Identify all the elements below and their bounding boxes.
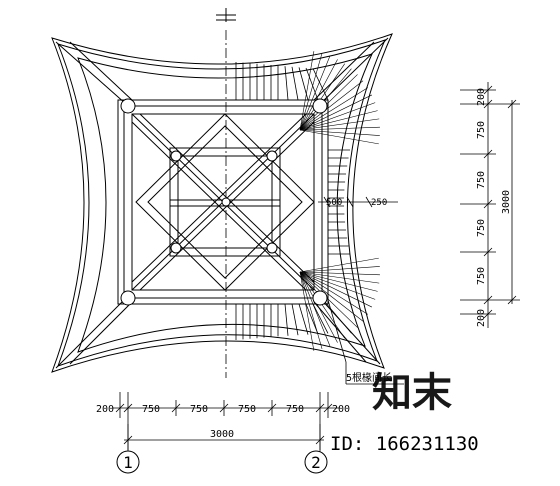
axis-label-2: 2: [311, 453, 321, 472]
fan-line: [299, 118, 380, 131]
fan-line: [299, 271, 323, 349]
dim-label: 200: [476, 88, 487, 106]
dim-total: 3000: [501, 190, 512, 214]
rafter-line: [291, 303, 299, 336]
fan-line: [299, 110, 378, 131]
column-circle: [120, 290, 136, 306]
fan-line: [299, 271, 380, 276]
fan-line: [299, 129, 379, 145]
watermark-id: ID: 166231130: [330, 433, 479, 455]
dim-label: 200: [476, 309, 487, 327]
rafter-note: 5根椽间长: [346, 371, 392, 384]
fan-line: [299, 63, 345, 131]
post-circle: [221, 197, 231, 207]
fan-line: [299, 74, 358, 131]
dim-label: 750: [142, 404, 160, 415]
post-circle: [266, 242, 278, 254]
eave-dim-a: 500: [326, 198, 342, 208]
rafter-line: [305, 67, 319, 101]
column-circle: [312, 98, 328, 114]
grid-axis-lines: [127, 418, 321, 452]
dim-label: 750: [190, 404, 208, 415]
fan-line: [299, 53, 323, 131]
rafter-line: [312, 303, 329, 334]
fan-line: [299, 126, 380, 131]
fan-line: [299, 271, 378, 292]
dim-label: 750: [476, 121, 487, 139]
fan-line: [299, 55, 331, 131]
fan-line: [299, 129, 380, 136]
watermark-logo: 知末: [372, 370, 452, 416]
dim-total: 3000: [210, 429, 234, 440]
fan-line: [299, 271, 373, 308]
rafter-line: [312, 68, 329, 101]
fan-line: [299, 271, 364, 322]
rafter-line: [305, 303, 319, 335]
right-dimension-labels: 200 750 750 750 750 200 3000: [476, 88, 512, 327]
fan-line: [299, 271, 376, 300]
watermark: 知末 ID: 166231130: [330, 370, 479, 455]
axis-bubble-1: [116, 450, 140, 474]
post-circle: [266, 150, 278, 162]
fan-line: [299, 271, 380, 284]
rafter-line: [298, 303, 309, 335]
rafter-line: [291, 66, 299, 101]
fan-line: [299, 80, 364, 131]
column-circle: [120, 98, 136, 114]
dim-label: 750: [238, 404, 256, 415]
fan-line: [299, 257, 379, 273]
dim-label: 750: [476, 171, 487, 189]
dim-label: 200: [96, 404, 114, 415]
dim-label: 750: [476, 267, 487, 285]
rafter-line: [284, 303, 289, 336]
rafters: [235, 62, 350, 340]
top-axis-mark: [216, 8, 236, 22]
grid-axis-bubbles: [116, 450, 328, 474]
right-dimension-chain: [460, 82, 520, 328]
fan-line: [299, 87, 369, 131]
fan-line: [299, 266, 380, 273]
bottom-dimension-labels: 200 750 750 750 750 200 3000: [96, 404, 350, 440]
post-circle: [170, 150, 182, 162]
fan-line: [299, 271, 338, 343]
axis-bubble-2: [304, 450, 328, 474]
dim-label: 750: [476, 219, 487, 237]
fan-line: [299, 271, 331, 347]
fan-line: [299, 271, 315, 351]
bottom-dimension-chain: [112, 392, 340, 450]
note-leader: [327, 299, 404, 385]
dim-label: 200: [332, 404, 350, 415]
axis-label-1: 1: [123, 453, 133, 472]
dim-label: 750: [286, 404, 304, 415]
fan-line: [299, 271, 358, 328]
eave-outline: [51, 33, 393, 373]
rafter-line: [284, 66, 289, 101]
fan-line: [299, 59, 338, 131]
eave-dimension: [318, 196, 398, 208]
columns: [120, 98, 328, 306]
post-circle: [170, 242, 182, 254]
eave-dim-b: 250: [371, 198, 387, 208]
fan-line: [299, 102, 376, 131]
column-circle: [312, 290, 328, 306]
rafter-line: [298, 67, 309, 101]
